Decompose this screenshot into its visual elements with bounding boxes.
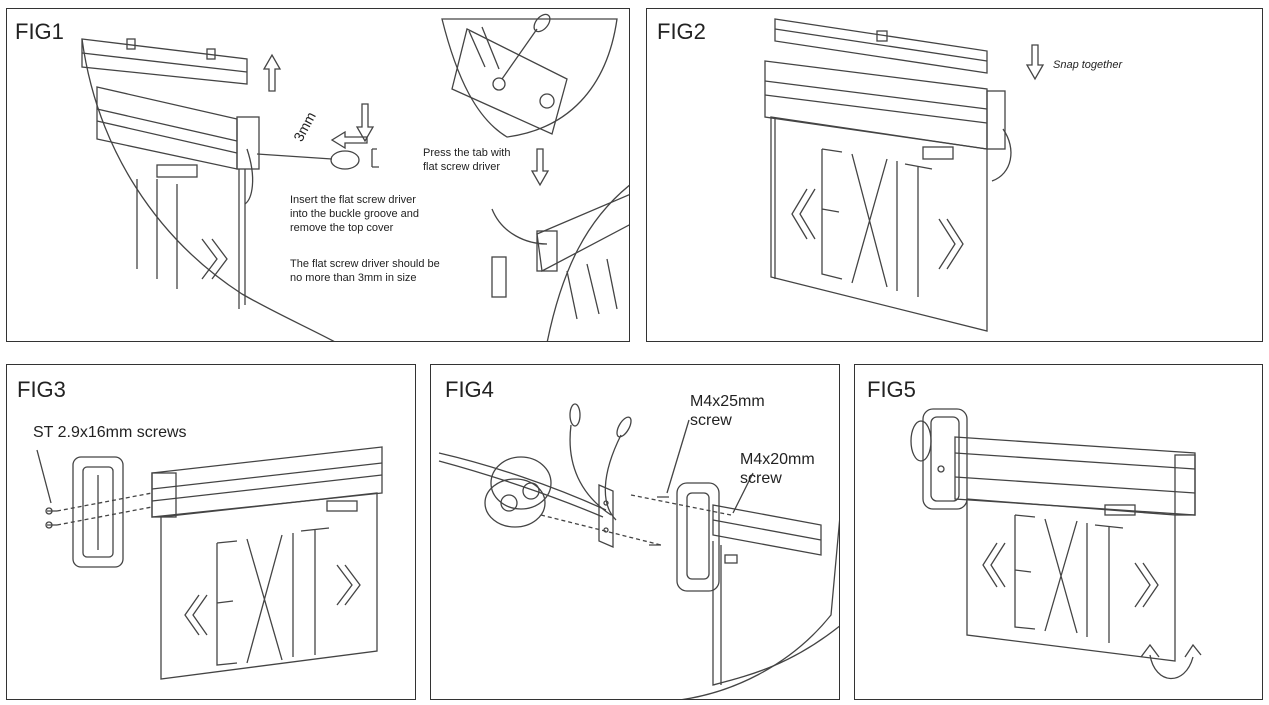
fig3-screws-note: ST 2.9x16mm screws xyxy=(33,424,187,441)
note-line: M4x20mm xyxy=(740,451,815,468)
note-line: remove the top cover xyxy=(290,222,394,234)
note-line: M4x25mm xyxy=(690,393,765,410)
fig1-insert-note: Insert the flat screw driver into the bu… xyxy=(290,193,419,235)
fig2-title: FIG2 xyxy=(657,19,706,44)
note-line: Insert the flat screw driver xyxy=(290,194,416,206)
fig1-title: FIG1 xyxy=(15,19,64,44)
fig4-m4x20-note: M4x20mm screw xyxy=(740,450,815,488)
note-line: no more than 3mm in size xyxy=(290,272,417,284)
fig3-panel: FIG3 xyxy=(6,364,416,700)
fig2-snap-note: Snap together xyxy=(1053,59,1123,71)
fig5-panel: FIG5 xyxy=(854,364,1263,700)
fig3-title: FIG3 xyxy=(17,377,66,402)
fig1-size-note: The flat screw driver should be no more … xyxy=(290,257,440,285)
fig1-press-tab-note: Press the tab with flat screw driver xyxy=(423,146,510,174)
note-line: screw xyxy=(690,412,732,429)
fig4-panel: FIG4 xyxy=(430,364,840,700)
fig1-illustration xyxy=(81,13,629,341)
note-line: into the buckle groove and xyxy=(290,208,420,220)
note-line: screw xyxy=(740,470,782,487)
fig4-title: FIG4 xyxy=(445,377,494,402)
fig1-panel: FIG1 xyxy=(6,8,630,342)
fig5-illustration xyxy=(910,408,1202,680)
note-line: Press the tab with xyxy=(423,147,511,159)
note-line: The flat screw driver should be xyxy=(290,258,440,270)
fig4-m4x25-note: M4x25mm screw xyxy=(690,392,765,430)
note-line: flat screw driver xyxy=(423,161,501,173)
fig4-illustration xyxy=(438,403,839,699)
fig3-illustration xyxy=(36,446,383,680)
fig2-illustration xyxy=(764,18,1045,332)
fig5-title: FIG5 xyxy=(867,377,916,402)
fig2-panel: FIG2 xyxy=(646,8,1263,342)
